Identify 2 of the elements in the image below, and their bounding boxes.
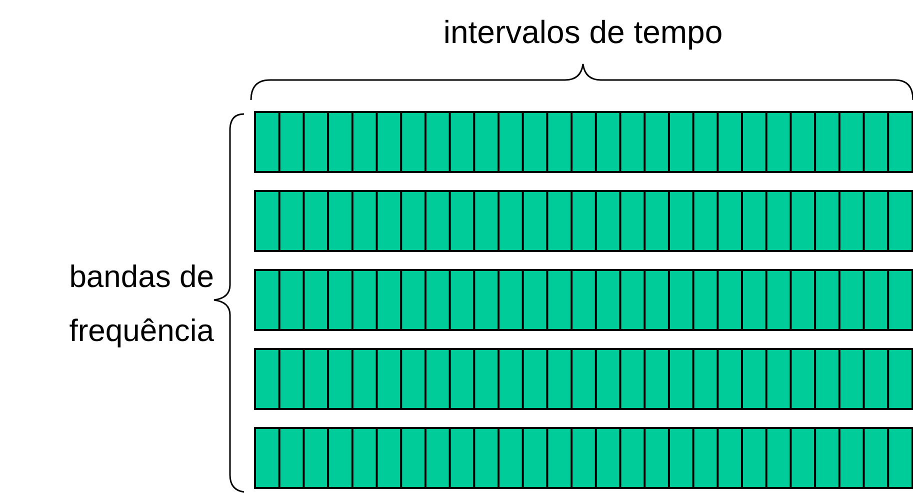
axis-label: bandas de frequência bbox=[68, 258, 214, 350]
axis-label: intervalos de tempo bbox=[442, 13, 724, 52]
